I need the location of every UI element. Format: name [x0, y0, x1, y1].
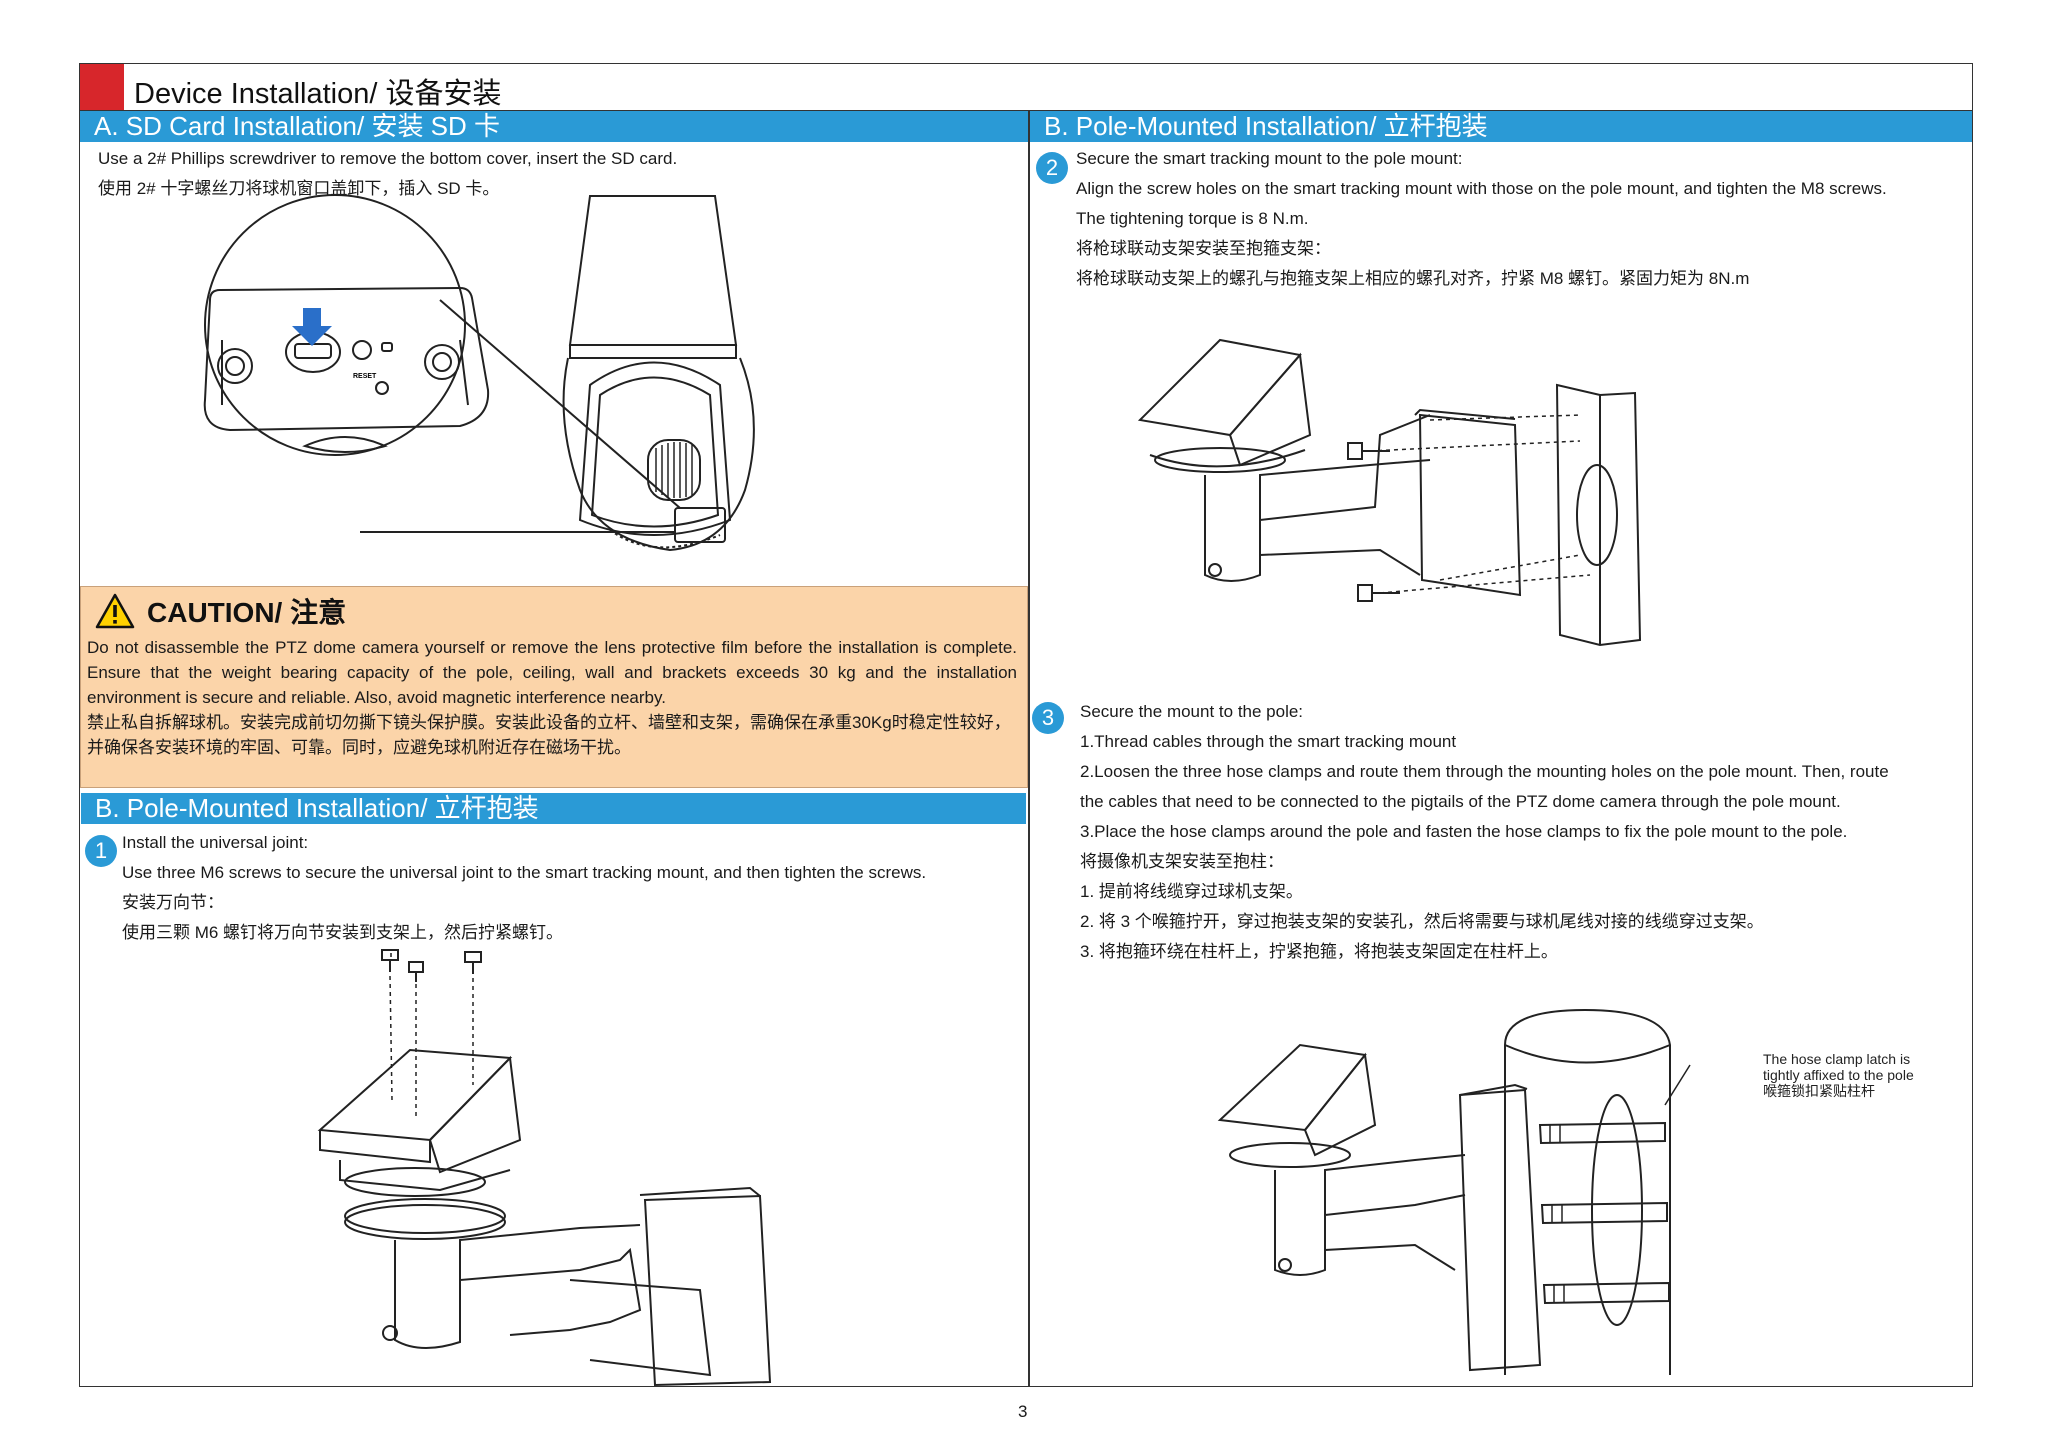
- caution-body: Do not disassemble the PTZ dome camera y…: [87, 635, 1017, 760]
- caution-box: CAUTION/ 注意 Do not disassemble the PTZ d…: [80, 586, 1028, 788]
- callout-line-2: tightly affixed to the pole: [1763, 1067, 1914, 1083]
- sd-card-instructions: Use a 2# Phillips screwdriver to remove …: [98, 144, 677, 204]
- step-2-number: 2: [1036, 152, 1068, 184]
- step-2-line-2: Align the screw holes on the smart track…: [1076, 179, 1887, 198]
- caution-text-zh-2: 并确保各安装环境的牢固、可靠。同时，应避免球机附近存在磁场干扰。: [87, 738, 631, 757]
- caution-text-zh-1: 禁止私自拆解球机。安装完成前切勿撕下镜头保护膜。安装此设备的立杆、墙壁和支架，需…: [87, 713, 1011, 732]
- step-1-line-1: Install the universal joint:: [122, 833, 309, 852]
- step-2-text: Secure the smart tracking mount to the p…: [1076, 144, 1887, 294]
- step-2-line-1: Secure the smart tracking mount to the p…: [1076, 149, 1463, 168]
- caution-title: CAUTION/ 注意: [147, 597, 347, 628]
- page-title: Device Installation/ 设备安装: [134, 78, 502, 110]
- reset-label: RESET: [353, 373, 377, 380]
- hose-clamp-callout: The hose clamp latch is tightly affixed …: [1763, 1051, 1914, 1099]
- universal-joint-illustration: [317, 949, 772, 1387]
- pole-clamp-illustration: [1217, 1008, 1691, 1375]
- step-3-line-2: 1.Thread cables through the smart tracki…: [1080, 732, 1457, 751]
- step-3-text: Secure the mount to the pole: 1.Thread c…: [1080, 697, 1889, 967]
- step-1-text: Install the universal joint: Use three M…: [122, 828, 926, 948]
- section-pole-left-heading: B. Pole-Mounted Installation/ 立杆抱装: [81, 793, 1026, 824]
- callout-line-1: The hose clamp latch is: [1763, 1051, 1911, 1067]
- section-sd-card-heading: A. SD Card Installation/ 安装 SD 卡: [80, 111, 1028, 142]
- page-title-bar: Device Installation/ 设备安装: [79, 63, 1973, 111]
- pole-mount-assembly-illustration: [1137, 338, 1642, 647]
- step-3-number: 3: [1032, 702, 1064, 734]
- step-1-line-4: 使用三颗 M6 螺钉将万向节安装到支架上，然后拧紧螺钉。: [122, 923, 564, 942]
- title-accent: [80, 64, 124, 110]
- section-pole-right-heading: B. Pole-Mounted Installation/ 立杆抱装: [1030, 111, 1972, 142]
- step-3-line-9: 3. 将抱箍环绕在柱杆上，拧紧抱箍，将抱装支架固定在柱杆上。: [1080, 942, 1558, 961]
- step-1-line-3: 安装万向节：: [122, 893, 224, 912]
- sd-card-line-en: Use a 2# Phillips screwdriver to remove …: [98, 149, 678, 168]
- step-3-line-3: 2.Loosen the three hose clamps and route…: [1080, 762, 1889, 781]
- insert-arrow-icon: [292, 308, 332, 346]
- step-3-line-6: 将摄像机支架安装至抱柱：: [1080, 852, 1284, 871]
- step-3-line-8: 2. 将 3 个喉箍拧开，穿过抱装支架的安装孔，然后将需要与球机尾线对接的线缆穿…: [1080, 912, 1764, 931]
- page-number: 3: [1018, 1402, 1028, 1421]
- callout-line-3: 喉箍锁扣紧贴柱杆: [1763, 1083, 1875, 1099]
- step-2-line-3: The tightening torque is 8 N.m.: [1076, 209, 1309, 228]
- sd-card-illustration: RESET: [203, 194, 755, 552]
- step-3-line-4: the cables that need to be connected to …: [1080, 792, 1841, 811]
- step-3-line-5: 3.Place the hose clamps around the pole …: [1080, 822, 1848, 841]
- step-3-line-7: 1. 提前将线缆穿过球机支架。: [1080, 882, 1303, 901]
- caution-text-en: Do not disassemble the PTZ dome camera y…: [87, 638, 1017, 707]
- sd-card-line-zh: 使用 2# 十字螺丝刀将球机窗口盖卸下，插入 SD 卡。: [98, 179, 500, 198]
- step-3-line-1: Secure the mount to the pole:: [1080, 702, 1304, 721]
- column-divider: [1028, 111, 1030, 1387]
- step-2-line-5: 将枪球联动支架上的螺孔与抱箍支架上相应的螺孔对齐，拧紧 M8 螺钉。紧固力矩为 …: [1076, 269, 1750, 288]
- step-1-line-2: Use three M6 screws to secure the univer…: [122, 863, 927, 882]
- warning-triangle-icon: [95, 593, 135, 629]
- step-2-line-4: 将枪球联动支架安装至抱箍支架：: [1076, 239, 1331, 258]
- step-1-number: 1: [85, 835, 117, 867]
